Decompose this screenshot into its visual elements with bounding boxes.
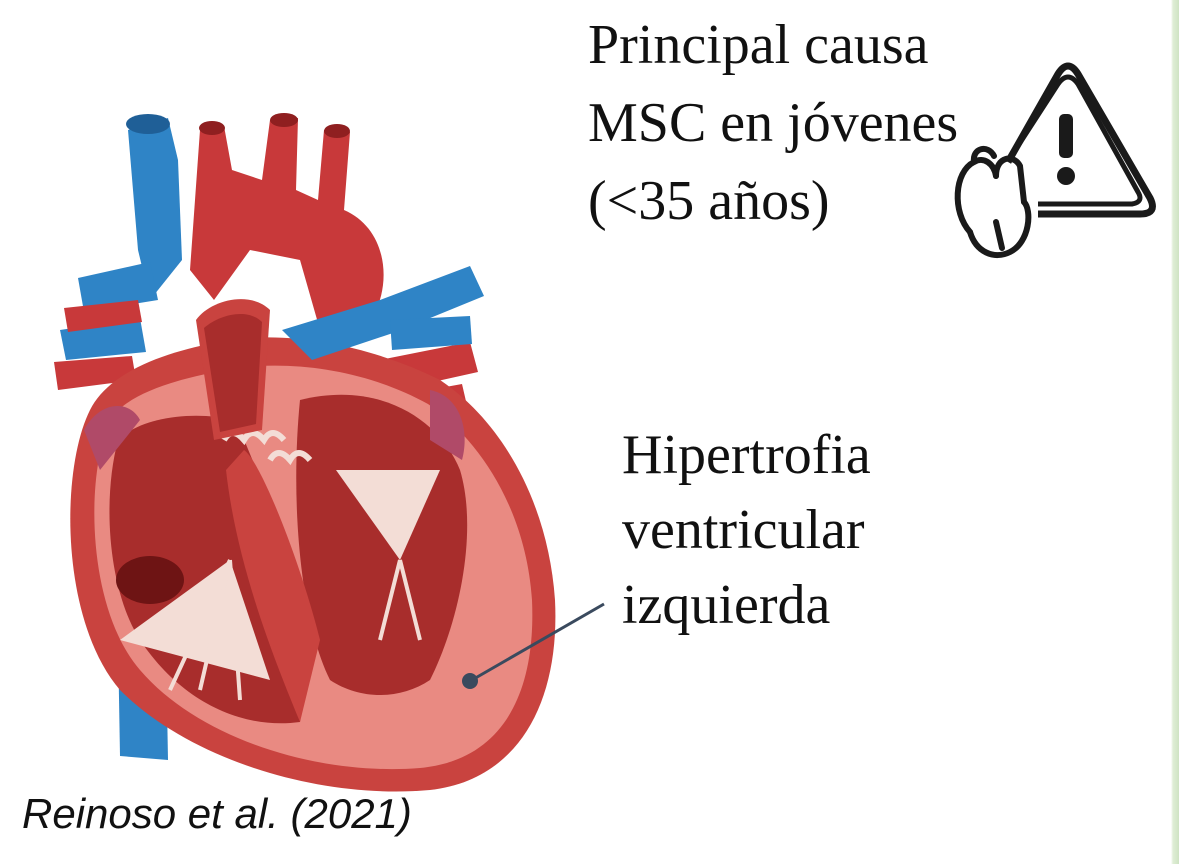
aortic-arch: [190, 113, 384, 330]
warning-hand-icon: [940, 52, 1160, 272]
hypertrophy-label-line-3: izquierda: [622, 568, 871, 643]
citation-text: Reinoso et al. (2021): [22, 790, 412, 838]
right-border-strip: [1171, 0, 1179, 864]
exclamation-dot: [1057, 167, 1075, 185]
heart-anatomy-illustration: [0, 0, 620, 800]
hypertrophy-label: Hipertrofia ventricular izquierda: [622, 418, 871, 643]
msc-caption-line-3: (<35 años): [588, 162, 958, 240]
msc-caption-line-1: Principal causa: [588, 6, 958, 84]
hypertrophy-label-line-1: Hipertrofia: [622, 418, 871, 493]
exclamation-bar: [1059, 114, 1073, 158]
coronary-sinus-opening: [116, 556, 184, 604]
hypertrophy-label-line-2: ventricular: [622, 493, 871, 568]
msc-caption-line-2: MSC en jóvenes: [588, 84, 958, 162]
msc-caption: Principal causa MSC en jóvenes (<35 años…: [588, 6, 958, 240]
label-leader-dot: [462, 673, 478, 689]
hand-icon: [958, 149, 1029, 255]
warning-triangle-icon: [1008, 66, 1152, 214]
